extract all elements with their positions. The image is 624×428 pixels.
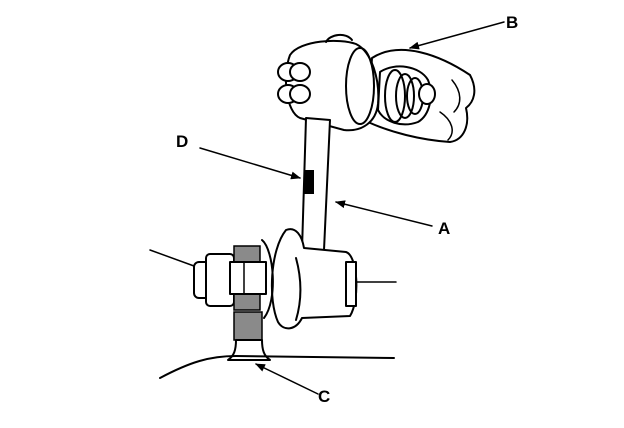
callout-b-arrow xyxy=(409,21,505,50)
callout-a-arrow xyxy=(335,200,433,227)
lower-nut-assembly xyxy=(193,239,274,319)
upper-bushing-nut xyxy=(377,65,436,126)
callout-c-arrow xyxy=(255,363,319,395)
callout-b-label: B xyxy=(506,13,518,32)
stabilizer-link-rod xyxy=(301,117,331,251)
callout-a-label: A xyxy=(438,219,450,238)
callout-c-label: C xyxy=(318,387,330,406)
damper-fork xyxy=(227,311,271,361)
lower-arm-bracket xyxy=(159,355,395,379)
alignment-mark-d xyxy=(304,170,314,194)
callout-d-label: D xyxy=(176,132,188,151)
leader-line-left xyxy=(149,249,195,267)
upper-ball-joint-housing xyxy=(277,34,380,132)
callout-d-arrow xyxy=(199,147,301,180)
